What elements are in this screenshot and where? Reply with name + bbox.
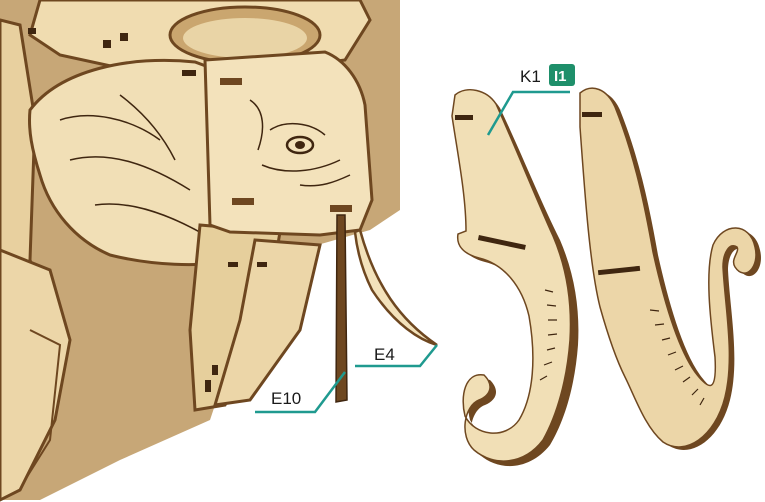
callout-e10: E10 [255, 372, 345, 412]
part-k1 [452, 90, 578, 466]
label-e4: E4 [374, 345, 395, 364]
trunk-piece-e10 [336, 215, 347, 402]
label-i1: I1 [554, 68, 567, 85]
leader-line-e4 [355, 345, 437, 366]
tusk-piece-e4 [355, 230, 437, 345]
part-i1 [580, 88, 761, 450]
label-e10: E10 [271, 389, 301, 408]
elephant-head-assembly [0, 0, 437, 500]
label-k1: K1 [520, 67, 541, 86]
callout-e4: E4 [355, 345, 437, 366]
